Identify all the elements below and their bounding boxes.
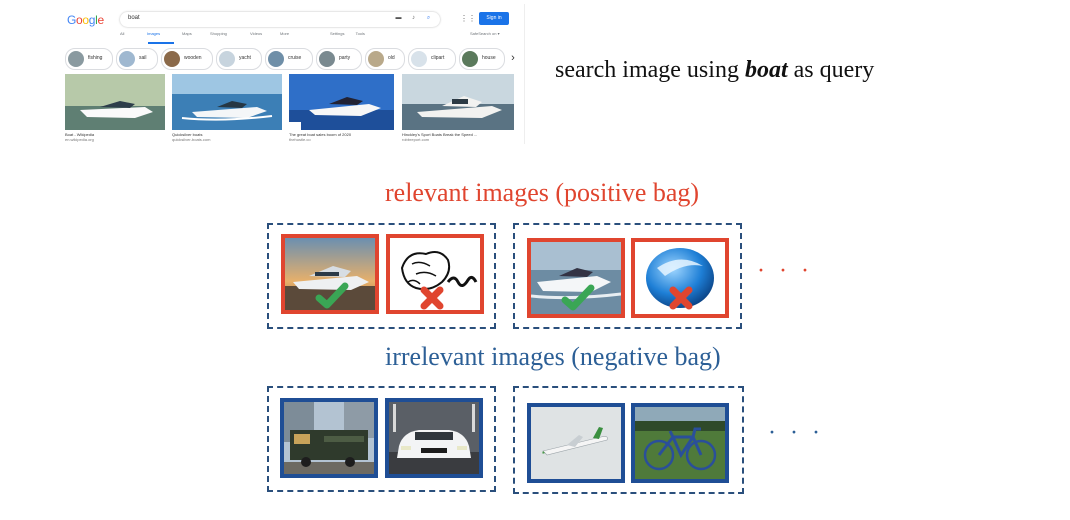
sign-in-button[interactable]: Sign in xyxy=(479,12,509,25)
negative-bag-2 xyxy=(513,386,744,494)
motorboat-photo xyxy=(531,242,621,314)
chip-fishing[interactable]: fishing xyxy=(65,48,113,70)
positive-image-sketch xyxy=(386,234,484,314)
query-keyword: boat xyxy=(744,57,788,83)
settings-link[interactable]: Settings xyxy=(330,31,345,36)
result-source: quicksilver-boats.com xyxy=(172,137,211,142)
chip-cruise[interactable]: cruise xyxy=(265,48,313,70)
query-caption: search image using boat as query xyxy=(555,57,875,83)
apps-grid-icon[interactable]: ⋮⋮⋮ xyxy=(460,14,484,23)
cross-icon xyxy=(420,286,444,310)
check-icon xyxy=(315,282,349,309)
search-icon[interactable]: ⌕ xyxy=(426,15,431,21)
blue-globe-logo xyxy=(635,242,725,314)
chip-thumbnail xyxy=(119,51,135,67)
yacht-photo xyxy=(285,238,375,310)
sport-boat-photo xyxy=(402,74,514,130)
chip-thumbnail xyxy=(411,51,427,67)
tab-maps[interactable]: Maps xyxy=(182,31,192,36)
negative-bag-ellipsis: · · · xyxy=(768,420,824,446)
active-tab-indicator xyxy=(148,42,174,44)
chip-thumbnail xyxy=(368,51,384,67)
negative-image-bicycle xyxy=(631,403,729,483)
check-icon xyxy=(561,284,595,311)
result-source: thehustle.co xyxy=(289,137,311,142)
result-boat-wikipedia[interactable]: Boat - Wikipedia en.wikipedia.org xyxy=(65,74,165,144)
tab-shopping[interactable]: Shopping xyxy=(210,31,227,36)
chip-party[interactable]: party xyxy=(316,48,362,70)
chip-sail[interactable]: sail xyxy=(116,48,158,70)
negative-bag-title: irrelevant images (negative bag) xyxy=(385,342,721,371)
tools-links: Settings Tools xyxy=(330,31,365,36)
tab-all[interactable]: All xyxy=(120,31,125,36)
tab-images[interactable]: Images xyxy=(147,31,161,36)
train-photo xyxy=(284,402,374,474)
result-title[interactable]: Hinckley's Sport Boats Break the Speed .… xyxy=(402,132,478,137)
airplane-photo xyxy=(531,407,621,479)
result-quicksilver[interactable]: Quicksilver boats quicksilver-boats.com xyxy=(172,74,282,144)
positive-bag-2 xyxy=(513,223,742,329)
car-photo xyxy=(389,402,479,474)
result-boat-sales[interactable]: The great boat sales boom of 2020 thehus… xyxy=(289,74,394,144)
chip-thumbnail xyxy=(68,51,84,67)
tab-more[interactable]: More xyxy=(280,31,290,36)
bicycle-photo xyxy=(635,407,725,479)
chevron-right-icon[interactable]: › xyxy=(511,52,515,64)
result-title[interactable]: Quicksilver boats xyxy=(172,132,203,137)
result-hinckley[interactable]: Hinckley's Sport Boats Break the Speed .… xyxy=(402,74,514,144)
positive-image-yacht xyxy=(281,234,379,314)
negative-image-train xyxy=(280,398,378,478)
chip-thumbnail xyxy=(219,51,235,67)
chip-thumbnail xyxy=(319,51,335,67)
chip-house[interactable]: house xyxy=(459,48,505,70)
boat-illustration xyxy=(289,74,394,130)
search-box[interactable]: boat ▬ ♪ ⌕ xyxy=(120,12,440,27)
result-source: robbreport.com xyxy=(402,137,430,142)
positive-bag-1 xyxy=(267,223,496,329)
positive-image-motorboat xyxy=(527,238,625,318)
positive-bag-ellipsis: · · · xyxy=(757,258,813,284)
safesearch-toggle[interactable]: SafeSearch on ▾ xyxy=(470,31,500,36)
google-logo[interactable]: Google xyxy=(67,13,104,27)
negative-bag-1 xyxy=(267,386,496,492)
google-image-search-screenshot: Google boat ▬ ♪ ⌕ ⋮⋮⋮ Sign in All Images… xyxy=(60,4,525,144)
chip-wooden[interactable]: wooden xyxy=(161,48,213,70)
hand-sketch-drawing xyxy=(390,238,480,310)
positive-bag-title: relevant images (positive bag) xyxy=(385,178,700,207)
chip-old[interactable]: old xyxy=(365,48,405,70)
chip-thumbnail xyxy=(462,51,478,67)
chip-clipart[interactable]: clipart xyxy=(408,48,456,70)
chip-thumbnail xyxy=(268,51,284,67)
cross-icon xyxy=(669,286,693,310)
search-query-text[interactable]: boat xyxy=(128,15,140,21)
result-source: en.wikipedia.org xyxy=(65,137,94,142)
microphone-icon[interactable]: ♪ xyxy=(412,15,415,21)
chip-yacht[interactable]: yacht xyxy=(216,48,262,70)
result-title[interactable]: Boat - Wikipedia xyxy=(65,132,95,137)
chip-thumbnail xyxy=(164,51,180,67)
tab-videos[interactable]: Videos xyxy=(250,31,263,36)
motorboat-photo xyxy=(65,74,165,130)
speedboat-photo xyxy=(172,74,282,130)
negative-image-car xyxy=(385,398,483,478)
keyboard-icon[interactable]: ▬ xyxy=(395,15,402,21)
positive-image-logo xyxy=(631,238,729,318)
negative-image-airplane xyxy=(527,403,625,483)
result-title[interactable]: The great boat sales boom of 2020 xyxy=(289,132,352,137)
tools-link[interactable]: Tools xyxy=(355,31,365,36)
